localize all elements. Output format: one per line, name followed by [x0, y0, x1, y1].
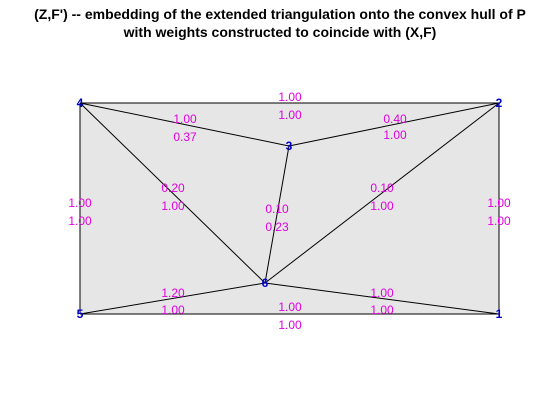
weight-label-4-5-lower: 1.00 — [68, 214, 92, 228]
weight-label-6-1-upper: 1.00 — [370, 286, 394, 300]
weight-label-4-2-lower: 1.00 — [278, 108, 302, 122]
edge-6-1 — [264, 282, 500, 315]
figure-title-line-1: (Z,F') -- embedding of the extended tria… — [34, 6, 526, 22]
weight-label-3-6-upper: 0.10 — [265, 202, 289, 216]
edges-layer — [79, 102, 500, 315]
weight-label-6-2-upper: 0.10 — [370, 181, 394, 195]
weight-label-2-1-upper: 1.00 — [487, 196, 511, 210]
weight-label-4-3-upper: 1.00 — [173, 112, 197, 126]
edge-3-2 — [288, 102, 500, 147]
weight-label-5-6-upper: 1.20 — [161, 286, 185, 300]
vertex-label-2: 2 — [496, 96, 503, 110]
hull-face — [80, 103, 499, 314]
weight-label-5-6-lower: 1.00 — [161, 303, 185, 317]
edge-5-6 — [79, 282, 266, 315]
figure-title-line-2: with weights constructed to coincide wit… — [123, 24, 437, 40]
convex-hull-faces — [80, 103, 499, 314]
weight-label-4-6-upper: 0.20 — [161, 181, 185, 195]
weight-label-2-1-lower: 1.00 — [487, 214, 511, 228]
vertex-label-4: 4 — [77, 96, 84, 110]
weight-label-4-2-upper: 1.00 — [278, 90, 302, 104]
vertex-label-1: 1 — [496, 307, 503, 321]
edge-3-6 — [264, 145, 290, 284]
weight-label-4-3-lower: 0.37 — [173, 130, 197, 144]
weight-label-3-6-lower: 0.23 — [265, 220, 289, 234]
weight-labels-layer: 1.00 1.00 1.00 1.00 1.00 1.00 1.00 1.00 1.00 0.37… — [68, 90, 511, 332]
vertex-labels-layer: 1 2 3 4 5 6 — [77, 96, 503, 321]
weight-label-4-5-upper: 1.00 — [68, 196, 92, 210]
weight-label-6-2-lower: 1.00 — [370, 199, 394, 213]
weight-label-3-2-upper: 0.40 — [383, 112, 407, 126]
weight-label-4-6-lower: 1.00 — [161, 199, 185, 213]
weight-label-5-1-upper: 1.00 — [278, 300, 302, 314]
vertex-label-3: 3 — [286, 139, 293, 153]
edge-4-3 — [79, 102, 290, 147]
edge-4-6 — [79, 102, 266, 284]
vertex-label-6: 6 — [262, 276, 269, 290]
edge-6-2 — [264, 102, 500, 284]
weight-label-5-1-lower: 1.00 — [278, 318, 302, 332]
weight-label-6-1-lower: 1.00 — [370, 303, 394, 317]
vertex-label-5: 5 — [77, 307, 84, 321]
weight-label-3-2-lower: 1.00 — [383, 128, 407, 142]
